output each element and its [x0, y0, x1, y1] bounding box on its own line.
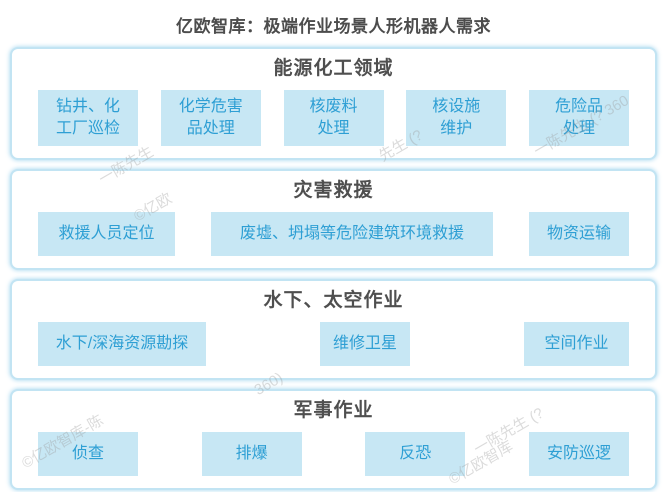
section-items: 救援人员定位 废墟、坍塌等危险建筑环境救援 物资运输 [38, 212, 629, 256]
list-item: 维修卫星 [320, 322, 410, 366]
list-item: 反恐 [365, 432, 466, 476]
list-item: 救援人员定位 [38, 212, 175, 256]
list-item: 物资运输 [529, 212, 629, 256]
list-item: 钻井、化 工厂巡检 [38, 90, 138, 146]
list-item: 废墟、坍塌等危险建筑环境救援 [211, 212, 493, 256]
list-item: 危险品 处理 [529, 90, 629, 146]
list-item: 空间作业 [524, 322, 629, 366]
list-item: 核设施 维护 [406, 90, 507, 146]
section-header: 能源化工领域 [273, 58, 394, 79]
list-item: 水下/深海资源勘探 [38, 322, 206, 366]
list-item: 化学危害 品处理 [160, 90, 261, 146]
section-military: 军事作业 侦查 排爆 反恐 安防巡逻 [10, 389, 657, 490]
section-header: 军事作业 [293, 400, 374, 421]
list-item: 排爆 [201, 432, 302, 476]
list-item: 核废料 处理 [283, 90, 384, 146]
section-energy-chemical: 能源化工领域 钻井、化 工厂巡检 化学危害 品处理 核废料 处理 核设施 维护 … [10, 47, 657, 160]
section-disaster-rescue: 灾害救援 救援人员定位 废墟、坍塌等危险建筑环境救援 物资运输 [10, 169, 657, 270]
list-item: 安防巡逻 [528, 432, 629, 476]
section-items: 钻井、化 工厂巡检 化学危害 品处理 核废料 处理 核设施 维护 危险品 处理 [38, 90, 629, 146]
list-item: 侦查 [38, 432, 138, 476]
section-items: 侦查 排爆 反恐 安防巡逻 [38, 432, 629, 476]
section-items: 水下/深海资源勘探 维修卫星 空间作业 [38, 322, 629, 366]
section-header: 水下、太空作业 [263, 290, 404, 311]
section-underwater-space: 水下、太空作业 水下/深海资源勘探 维修卫星 空间作业 [10, 279, 657, 380]
page-title: 亿欧智库：极端作业场景人形机器人需求 [176, 17, 491, 36]
section-header: 灾害救援 [293, 180, 374, 201]
